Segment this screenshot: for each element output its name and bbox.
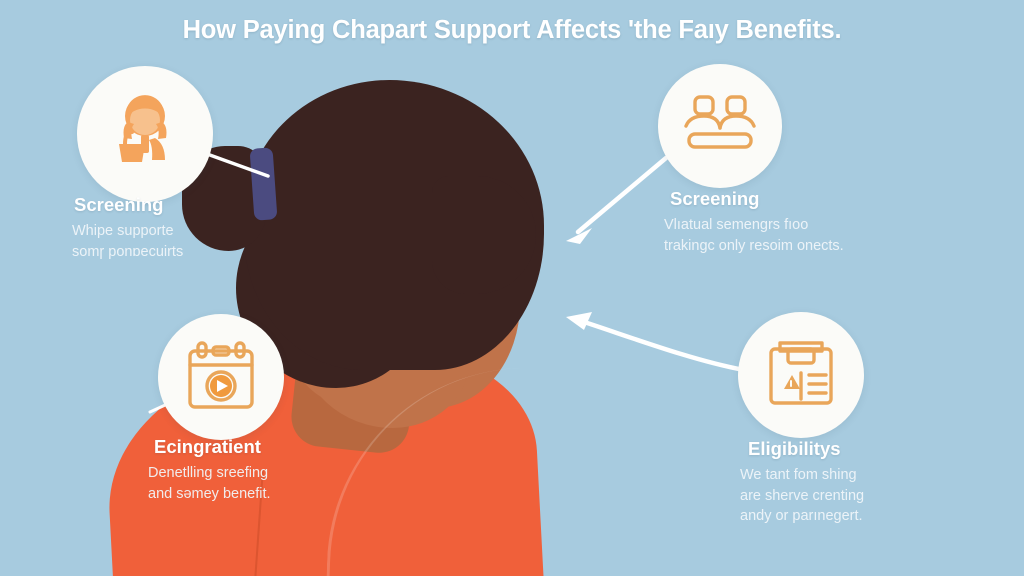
text-block-bottom-right: Eligibilitys We tant fom shing are sherv… [740, 438, 990, 527]
body-bottom-right: We tant fom shing are sherve crenting an… [740, 465, 990, 527]
body-top-right: Vlıatual semengrs fıoo trakingc only res… [664, 215, 914, 256]
bubble-bottom-left[interactable] [158, 314, 284, 440]
bubble-top-left[interactable] [77, 66, 213, 202]
body-top-left: Whipe supporte somɼ ponɒecuirts [72, 221, 282, 262]
body-bottom-left: Denetlling sreefing and səmey benefit. [148, 463, 378, 504]
bubble-bottom-right[interactable] [738, 312, 864, 438]
body-line: We tant fom shing [740, 467, 857, 483]
body-line: andy or parınegert. [740, 508, 863, 525]
text-block-top-right: Screening Vlıatual semengrs fıoo traking… [664, 188, 914, 256]
text-block-top-left: Screening Whipe supporte somɼ ponɒecuirt… [72, 194, 282, 262]
page-title: How Paying Chapart Support Affects 'the … [182, 16, 842, 44]
heading-bottom-left: Ecingratient [154, 436, 261, 457]
clipboard-warning-list-icon [769, 341, 833, 405]
bubble-top-right[interactable] [658, 64, 782, 188]
calendar-play-icon [188, 341, 254, 409]
body-line: trakingc only resoim onects. [664, 237, 844, 254]
body-line: and səmey benefit. [148, 485, 271, 502]
hair-side-shape [432, 176, 536, 294]
body-line: are sherve crenting [740, 487, 865, 504]
text-block-bottom-left: Ecingratient Denetlling sreefing and səm… [148, 436, 378, 504]
two-people-group-icon [684, 95, 756, 149]
body-line: somɼ ponɒecuirts [72, 243, 184, 260]
heading-bottom-right: Eligibilitys [748, 438, 841, 459]
body-line: Vlıatual semengrs fıoo [664, 217, 809, 233]
body-line: Whipe supporte [72, 223, 174, 239]
heading-top-right: Screening [670, 188, 760, 209]
body-line: Denetlling sreefing [148, 465, 269, 481]
person-with-basket-icon [119, 95, 167, 162]
heading-top-left: Screening [74, 194, 164, 215]
